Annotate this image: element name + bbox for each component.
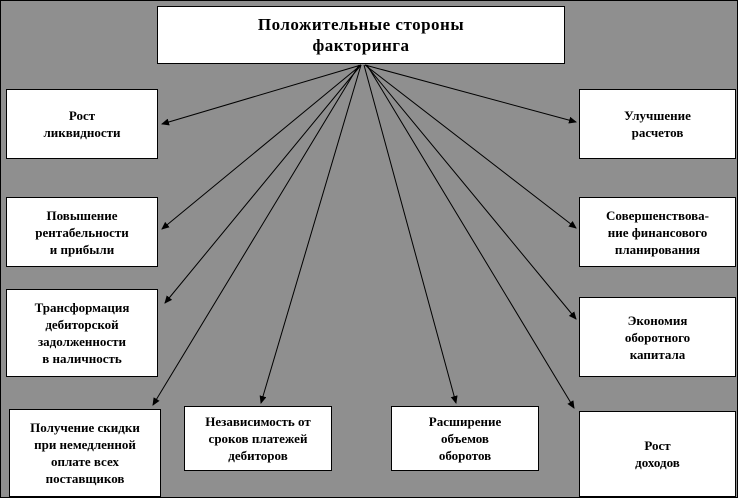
node-rost-dokhodov: Рост доходов [579, 411, 736, 497]
node-povyshenie-rentabelnosti: Повышение рентабельности и прибыли [6, 197, 158, 267]
node-rost-likvidnosti: Рост ликвидности [6, 89, 158, 159]
node-nezavisimost-srokov: Независимость от сроков платежей дебитор… [184, 406, 332, 471]
node-poluchenie-skidki: Получение скидки при немедленной оплате … [9, 409, 161, 497]
diagram-title: Положительные стороны факторинга [157, 6, 565, 64]
node-transformaciya-zadolzhennosti: Трансформация дебиторской задолженности … [6, 289, 158, 377]
node-uluchshenie-raschetov: Улучшение расчетов [579, 89, 736, 159]
node-sovershenstvovanie-planirovaniya: Совершенствова- ние финансового планиров… [579, 197, 736, 267]
node-ekonomiya-kapitala: Экономия оборотного капитала [579, 297, 736, 377]
node-rasshirenie-oborotov: Расширение объемов оборотов [391, 406, 539, 471]
